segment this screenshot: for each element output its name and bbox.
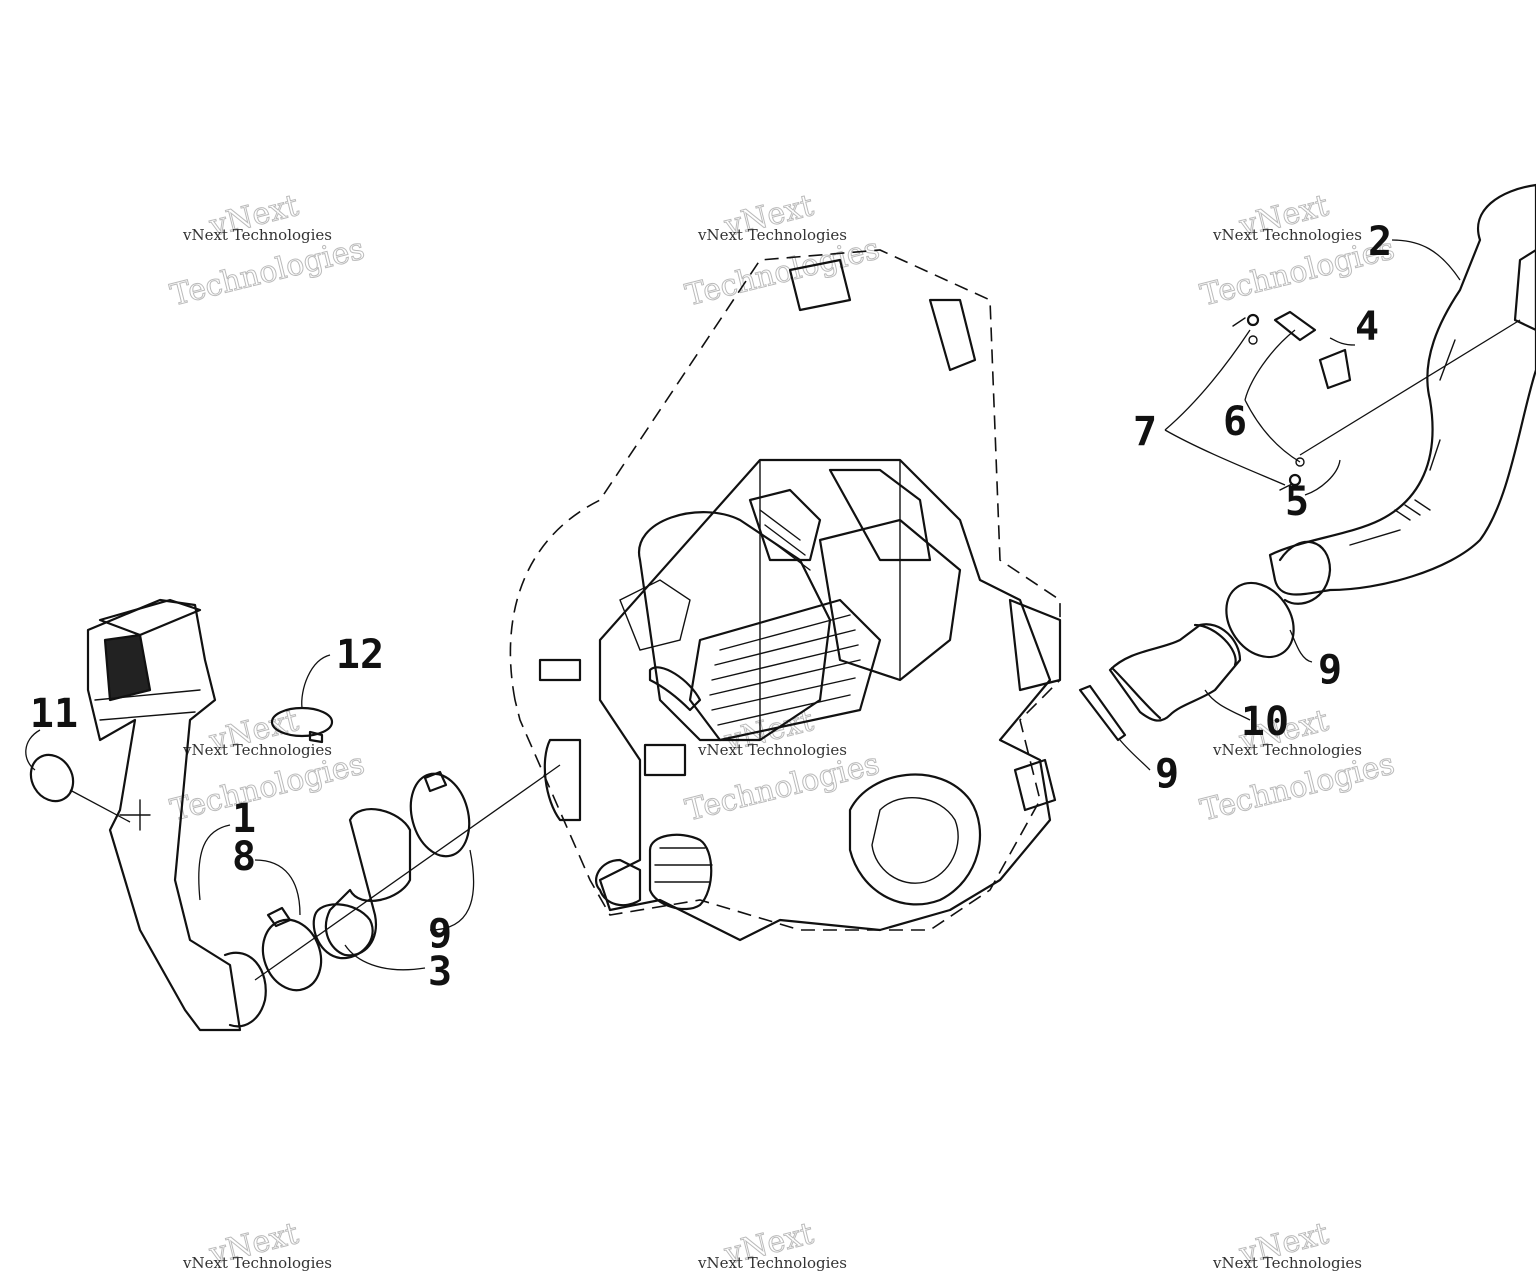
coupler xyxy=(312,808,412,960)
callout-3[interactable]: 3 xyxy=(428,949,452,995)
upper-duct xyxy=(1268,183,1536,605)
clamp-9-right xyxy=(1225,581,1295,659)
callouts: 1 2 3 4 5 6 7 8 9 9 9 10 11 12 xyxy=(30,219,1392,995)
svg-text:vNext Technologies: vNext Technologies xyxy=(697,741,847,759)
watermark: vNext vNext Technologies Technologies xyxy=(166,188,368,314)
watermark: vNext vNext Technologies xyxy=(1212,1216,1362,1273)
clip-9 xyxy=(1078,684,1127,742)
watermark: vNext vNext Technologies xyxy=(697,1216,847,1273)
callout-8[interactable]: 8 xyxy=(232,834,256,880)
callout-1[interactable]: 1 xyxy=(232,796,256,842)
watermark: vNext vNext Technologies xyxy=(182,1216,332,1273)
svg-text:vNext Technologies: vNext Technologies xyxy=(697,226,847,244)
assembly-lines xyxy=(69,319,1521,981)
hardware xyxy=(1232,310,1352,491)
svg-text:vNext Technologies: vNext Technologies xyxy=(1212,1254,1362,1272)
svg-text:vNext Technologies: vNext Technologies xyxy=(697,1254,847,1272)
callout-9-right-upper[interactable]: 9 xyxy=(1318,647,1342,693)
svg-text:vNext Technologies: vNext Technologies xyxy=(1212,226,1362,244)
svg-text:vNext Technologies: vNext Technologies xyxy=(182,1254,332,1272)
intake-duct xyxy=(86,598,267,1032)
leaders xyxy=(25,239,1461,971)
clamp-8 xyxy=(261,906,323,992)
boot-10 xyxy=(1108,623,1242,722)
callout-10[interactable]: 10 xyxy=(1241,699,1289,745)
svg-text:vNext Technologies: vNext Technologies xyxy=(1212,741,1362,759)
watermark: vNext vNext Technologies Technologies xyxy=(1196,703,1398,829)
svg-text:vNext Technologies: vNext Technologies xyxy=(182,741,332,759)
clamp-11 xyxy=(29,753,75,803)
callout-11[interactable]: 11 xyxy=(30,691,78,737)
watermarks: vNext vNext Technologies Technologies vN… xyxy=(166,188,1398,1273)
svg-text:vNext Technologies: vNext Technologies xyxy=(182,226,332,244)
engine-assembly xyxy=(509,249,1062,942)
watermark: vNext vNext Technologies Technologies xyxy=(681,703,883,829)
callout-12[interactable]: 12 xyxy=(336,632,384,678)
callout-2[interactable]: 2 xyxy=(1368,219,1392,265)
callout-9-left[interactable]: 9 xyxy=(428,911,452,957)
watermark: vNext vNext Technologies Technologies xyxy=(166,703,368,829)
callout-7[interactable]: 7 xyxy=(1133,409,1157,455)
clamp-9-left xyxy=(409,770,471,858)
callout-9-right-lower[interactable]: 9 xyxy=(1155,751,1179,797)
callout-4[interactable]: 4 xyxy=(1355,304,1379,350)
watermark: vNext vNext Technologies Technologies xyxy=(1196,188,1398,314)
callout-6[interactable]: 6 xyxy=(1223,399,1247,445)
watermark: vNext vNext Technologies Technologies xyxy=(681,188,883,314)
callout-5[interactable]: 5 xyxy=(1285,479,1309,525)
